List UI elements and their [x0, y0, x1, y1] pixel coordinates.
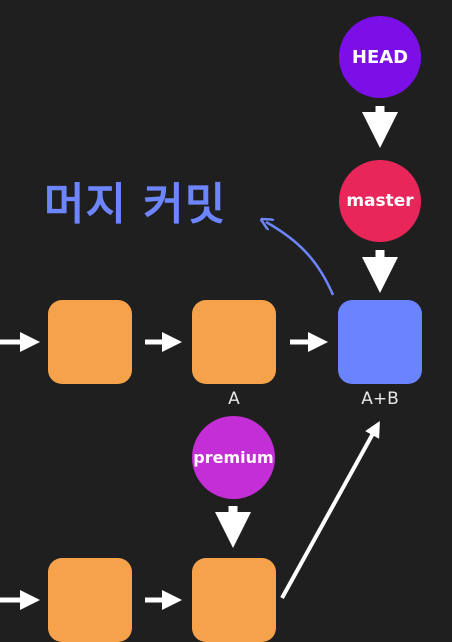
- master-branch: master: [339, 160, 421, 242]
- commit-top-1: [48, 300, 132, 384]
- merge-commit-title: 머지 커밋: [44, 179, 227, 230]
- head-ref: HEAD: [339, 16, 421, 98]
- commit-a: [192, 300, 276, 384]
- commit-a-label: A: [228, 389, 240, 409]
- premium-branch: premium: [192, 416, 275, 499]
- annotation-curve-arrow: [266, 222, 335, 296]
- arrow-b-to-merge: [280, 420, 380, 599]
- commit-bottom-1: [48, 558, 132, 642]
- merge-commit-label: A+B: [361, 389, 399, 409]
- commit-b: [192, 558, 276, 642]
- merge-commit: [338, 300, 422, 384]
